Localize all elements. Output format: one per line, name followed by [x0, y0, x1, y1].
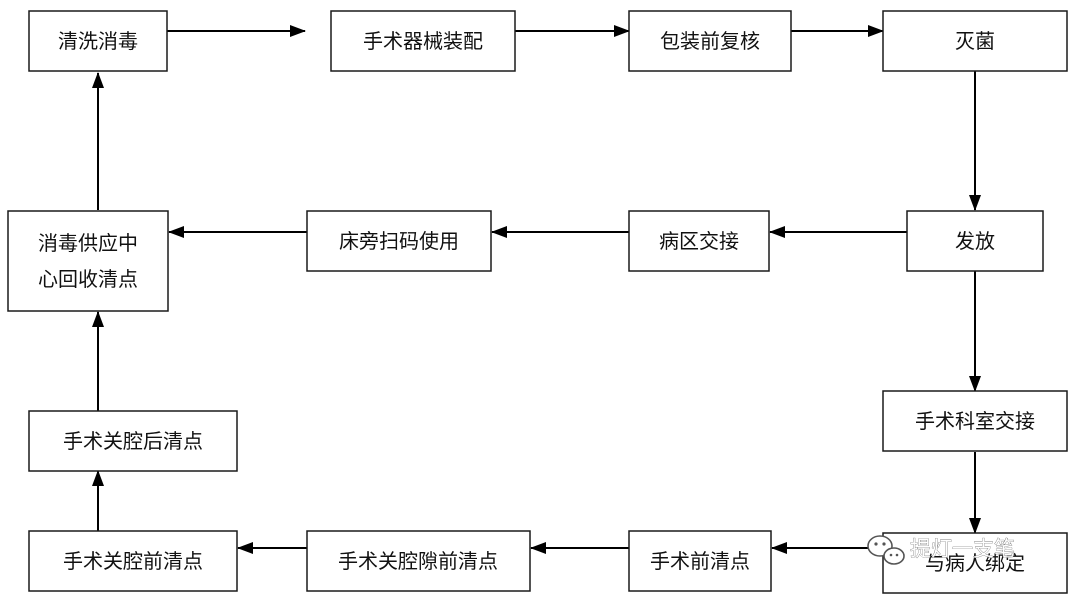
node-pre-gap-closure-count: 手术关腔隙前清点 [306, 530, 531, 592]
watermark: 提灯一支笔 [867, 535, 1015, 565]
node-label: 手术前清点 [650, 549, 750, 573]
node-label: 床旁扫码使用 [339, 229, 459, 253]
node-label-line-2: 心回收清点 [38, 267, 138, 291]
wechat-icon [867, 535, 905, 565]
node-label: 与病人绑定 [925, 551, 1025, 575]
node-clean-disinfect: 清洗消毒 [28, 10, 168, 72]
node-label: 手术关腔隙前清点 [338, 549, 498, 573]
node-pre-pack-recheck: 包装前复核 [628, 10, 792, 72]
node-pre-op-count: 手术前清点 [628, 530, 772, 592]
node-post-cavity-closure-count: 手术关腔后清点 [28, 410, 238, 472]
node-label: 灭菌 [955, 29, 995, 53]
nodes: 清洗消毒 手术器械装配 包装前复核 灭菌 发放 病区交接 床旁扫码使用 [7, 10, 1068, 594]
node-label: 手术关腔后清点 [63, 429, 203, 453]
edges [92, 25, 981, 554]
node-bedside-scan-use: 床旁扫码使用 [306, 210, 492, 272]
node-sterilize: 灭菌 [882, 10, 1068, 72]
node-label: 发放 [955, 229, 995, 253]
node-instrument-assembly: 手术器械装配 [330, 10, 516, 72]
node-pre-cavity-closure-count: 手术关腔前清点 [28, 530, 238, 592]
node-label: 包装前复核 [660, 29, 760, 53]
node-distribute: 发放 [906, 210, 1044, 272]
node-label: 手术器械装配 [363, 29, 483, 53]
node-ward-handover: 病区交接 [628, 210, 770, 272]
node-label: 手术科室交接 [915, 409, 1035, 433]
node-label: 清洗消毒 [58, 29, 138, 53]
node-label: 手术关腔前清点 [63, 549, 203, 573]
node-cssd-recovery-count: 消毒供应中 心回收清点 [7, 210, 169, 312]
node-or-dept-handover: 手术科室交接 [882, 390, 1068, 452]
node-label-line-1: 消毒供应中 [38, 231, 138, 255]
node-label: 病区交接 [659, 229, 739, 253]
watermark-text: 提灯一支笔 [910, 537, 1015, 561]
node-bind-to-patient: 与病人绑定 [882, 532, 1068, 594]
